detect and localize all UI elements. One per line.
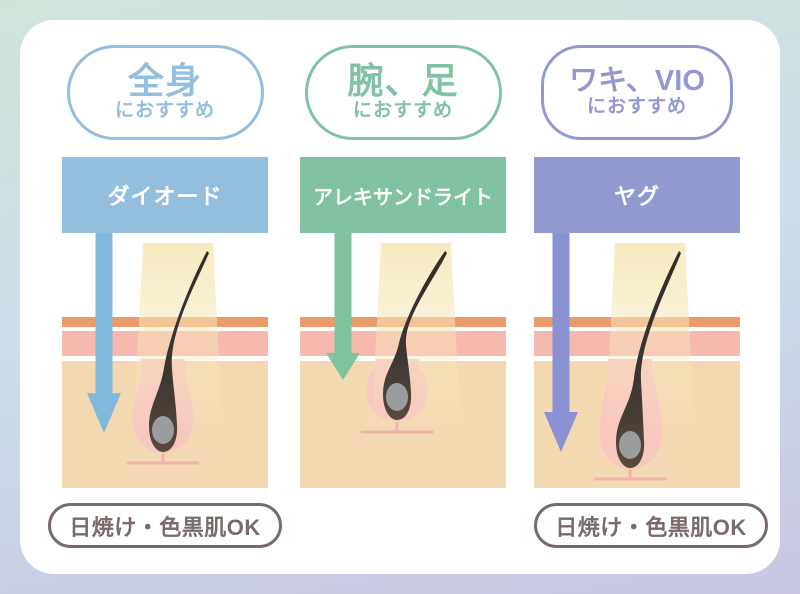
- penetration-arrow-deep: [544, 233, 578, 452]
- hair-papilla: [152, 416, 174, 444]
- badge-suffix-label: におすすめ: [114, 100, 215, 121]
- skin-diagram-yag: [534, 233, 740, 488]
- column-diode: 全身 におすすめ ダイオード 日焼け・色黒肌: [48, 45, 282, 548]
- hair-shaft: [616, 251, 681, 468]
- hair-shaft: [149, 251, 209, 452]
- badge-suffix-label: におすすめ: [586, 96, 687, 118]
- note-label: 日焼け・色黒肌OK: [69, 514, 261, 540]
- skin-diagram-diode: [62, 233, 268, 488]
- badge-area-label: 腕、足: [347, 60, 459, 102]
- recommended-badge: ワキ、VIO におすすめ: [541, 45, 733, 140]
- laser-name-bar: ヤグ: [534, 157, 740, 233]
- note-label: 日焼け・色黒肌OK: [555, 514, 747, 540]
- penetration-arrow-mid: [87, 233, 121, 433]
- hair-papilla: [386, 383, 408, 411]
- suitability-note: 日焼け・色黒肌OK: [48, 503, 282, 548]
- laser-name-bar: アレキサンドライト: [300, 157, 506, 233]
- laser-beam: [131, 243, 225, 478]
- laser-name-label: ダイオード: [107, 184, 223, 209]
- laser-beam: [369, 243, 463, 478]
- hair-shaft: [383, 251, 447, 420]
- laser-name-bar: ダイオード: [62, 157, 268, 233]
- skin-diagram-alexandrite: [300, 233, 506, 488]
- badge-area-label: ワキ、VIO: [569, 64, 705, 97]
- badge-area-label: 全身: [127, 60, 202, 102]
- laser-name-label: ヤグ: [613, 184, 660, 209]
- laser-name-label: アレキサンドライト: [313, 186, 493, 209]
- column-alexandrite: 腕、足 におすすめ アレキサンドライト: [300, 45, 506, 488]
- column-yag: ワキ、VIO におすすめ ヤグ 日焼け・色黒: [534, 45, 768, 548]
- recommended-badge: 腕、足 におすすめ: [304, 45, 502, 140]
- hair-papilla: [619, 431, 641, 459]
- badge-suffix-label: におすすめ: [352, 100, 453, 121]
- infographic-card: 全身 におすすめ ダイオード 日焼け・色黒肌: [20, 20, 780, 574]
- recommended-badge: 全身 におすすめ: [66, 45, 264, 140]
- suitability-note: 日焼け・色黒肌OK: [534, 503, 768, 548]
- penetration-arrow-shallow: [326, 233, 360, 380]
